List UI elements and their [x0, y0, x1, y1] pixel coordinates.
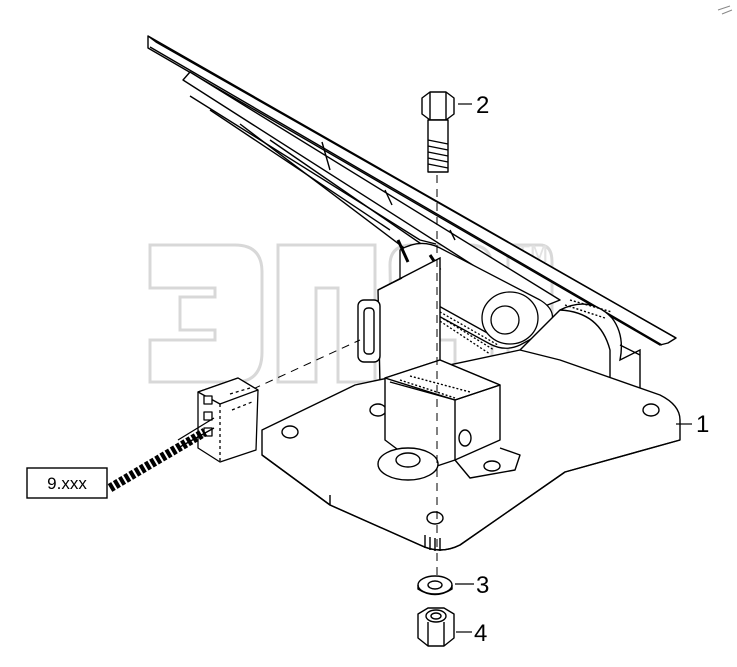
- callout-leaders: [455, 103, 692, 633]
- cable-reference-box: [26, 467, 108, 499]
- assembly-guide-lines: [239, 175, 438, 575]
- cable-reference-label: 9.xxx: [47, 474, 87, 493]
- electrical-connector: [197, 377, 259, 463]
- pedal-plate: [147, 35, 677, 346]
- wire-harness: [107, 417, 215, 492]
- mounting-bracket: [377, 359, 521, 481]
- bolt: [421, 91, 455, 173]
- nut: [417, 607, 455, 647]
- callout-number-2: 2: [476, 92, 489, 119]
- sensor-body: [357, 256, 441, 387]
- callout-number-4: 4: [474, 620, 487, 647]
- callout-number-3: 3: [476, 572, 489, 599]
- corner-mark: [717, 5, 733, 15]
- callout-number-1: 1: [696, 411, 709, 438]
- washer: [417, 575, 453, 596]
